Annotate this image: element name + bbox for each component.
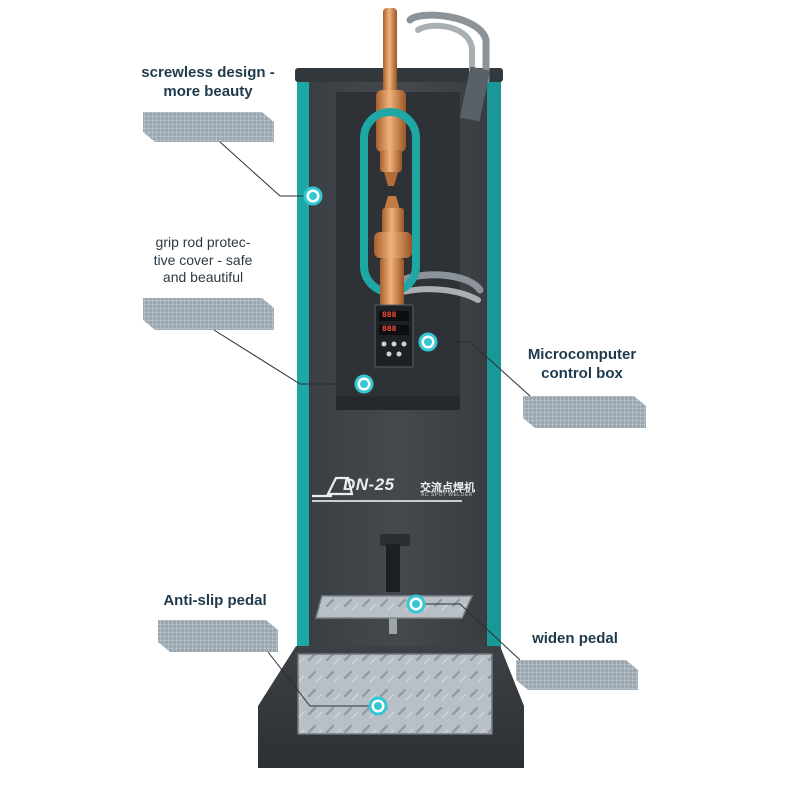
display-lower: 888 xyxy=(382,325,397,334)
leader-lines xyxy=(213,141,531,707)
lower-electrode xyxy=(374,196,412,306)
label-screwless-design: screwless design - more beauty xyxy=(141,64,275,100)
brand-chinese-name: 交流点焊机 xyxy=(420,482,475,494)
callout-box-screwless xyxy=(143,112,274,142)
hose-bracket xyxy=(459,66,491,122)
brand-logo-icon xyxy=(312,476,354,498)
label-anti-slip-pedal: Anti-slip pedal xyxy=(163,592,267,609)
base xyxy=(258,646,524,768)
callout-box-anti-slip xyxy=(158,620,278,652)
callout-box-grip-rod xyxy=(143,298,274,330)
callout-box-microcomputer xyxy=(523,396,646,428)
label-microcomputer-box: Microcomputer control box xyxy=(527,346,637,382)
brand-model: DN-25 xyxy=(343,475,395,494)
widen-pedal-plate xyxy=(315,595,474,619)
callout-dots xyxy=(303,186,438,716)
label-grip-rod-cover: grip rod protec- tive cover - safe and b… xyxy=(153,234,253,285)
anti-slip-plate xyxy=(297,653,493,735)
control-box xyxy=(374,304,414,368)
lower-ledge xyxy=(336,396,460,410)
callout-box-widen xyxy=(516,660,638,690)
brand-subtitle: AC SPOT WELDER xyxy=(421,492,473,498)
label-widen-pedal: widen pedal xyxy=(532,630,618,647)
display-upper: 888 xyxy=(382,311,397,320)
teal-side-right xyxy=(484,70,501,650)
upper-electrode xyxy=(376,8,406,186)
brand-underline xyxy=(312,500,462,502)
column-top-cap xyxy=(295,68,503,82)
